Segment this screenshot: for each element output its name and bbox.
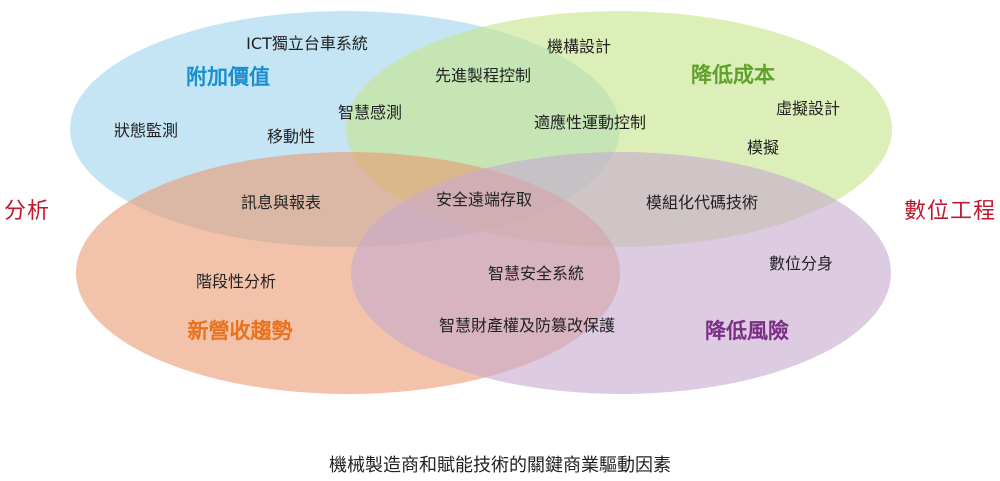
diagram-caption: 機械製造商和賦能技術的關鍵商業驅動因素 — [329, 455, 671, 476]
item-adaptive-motion: 適應性運動控制 — [534, 113, 646, 132]
title-cost-reduction: 降低成本 — [691, 63, 775, 87]
title-risk-reduction: 降低風險 — [705, 319, 789, 343]
item-phase-analysis: 階段性分析 — [196, 272, 276, 291]
item-adv-control: 先進製程控制 — [435, 66, 531, 85]
title-added-value: 附加價值 — [186, 65, 270, 89]
item-status-monitor: 狀態監測 — [114, 121, 178, 140]
item-digital-twin: 數位分身 — [769, 254, 833, 273]
item-info-report: 訊息與報表 — [241, 193, 321, 212]
item-ip-protection: 智慧財產權及防篡改保護 — [439, 316, 615, 335]
side-label-left: 分析 — [4, 199, 51, 224]
item-simulation: 模擬 — [747, 138, 779, 157]
venn-circle-risk-reduction — [351, 152, 891, 394]
item-virtual-design: 虛擬設計 — [776, 99, 840, 118]
item-smart-security: 智慧安全系統 — [488, 264, 584, 283]
item-secure-access: 安全遠端存取 — [436, 190, 532, 209]
item-mech-design: 機構設計 — [547, 37, 611, 56]
item-smart-sensing: 智慧感測 — [338, 103, 402, 122]
title-new-revenue: 新營收趨勢 — [188, 319, 293, 343]
side-label-right: 數位工程 — [903, 199, 996, 224]
item-ict-car: ICT獨立台車系統 — [246, 34, 368, 53]
item-mobility: 移動性 — [267, 127, 315, 146]
item-modular-code: 模組化代碼技術 — [646, 193, 758, 212]
